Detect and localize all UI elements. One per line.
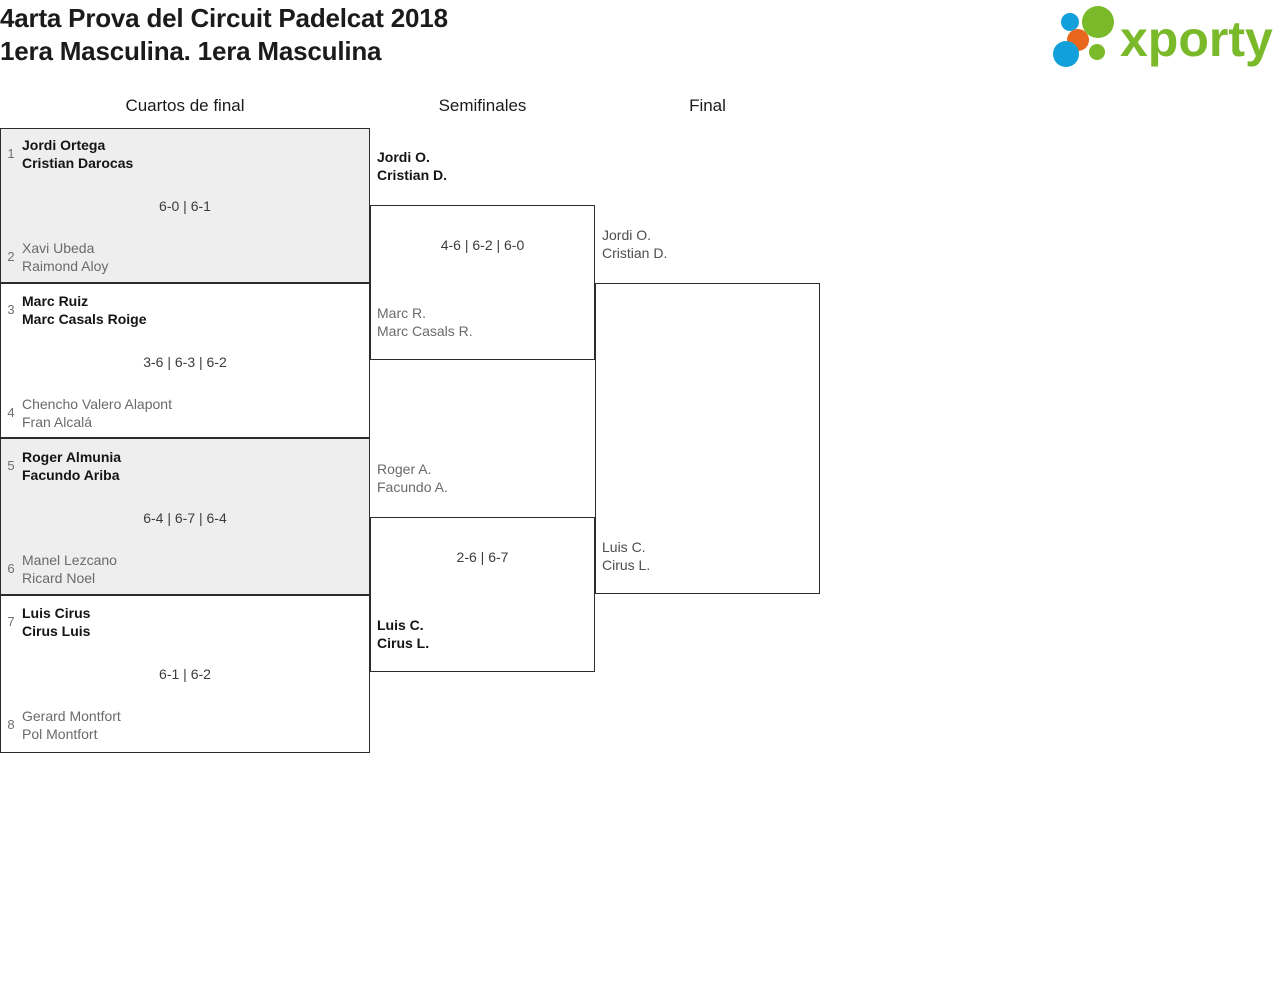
- team-final-bottom[interactable]: Luis C. Cirus L.: [602, 538, 650, 574]
- logo-dot-blue-small: [1061, 13, 1079, 31]
- player-name: Marc Casals Roige: [22, 311, 147, 327]
- round-header-final: Final: [689, 96, 726, 115]
- player-name: Luis C.: [602, 539, 646, 555]
- player-name: Marc Ruiz: [22, 293, 89, 309]
- team-sf1-bottom[interactable]: Marc R. Marc Casals R.: [377, 304, 473, 340]
- player-name: Cirus Luis: [22, 623, 91, 639]
- player-name: Pol Montfort: [22, 726, 98, 742]
- score-sf1: 4-6 | 6-2 | 6-0: [440, 237, 525, 253]
- player-name: Chencho Valero Alapont: [22, 396, 172, 412]
- team-qf2-bottom[interactable]: 4 Chencho Valero Alapont Fran Alcalá: [0, 395, 172, 431]
- match-box-qf1[interactable]: [0, 128, 370, 283]
- seed-number: 1: [7, 146, 15, 161]
- team-sf1-top[interactable]: Jordi O. Cristian D.: [377, 148, 447, 184]
- player-name: Facundo A.: [377, 479, 448, 495]
- player-name: Jordi O.: [377, 149, 430, 165]
- team-qf2-top[interactable]: 3 Marc Ruiz Marc Casals Roige: [0, 292, 147, 328]
- logo-wordmark: xporty: [1120, 11, 1273, 67]
- team-qf4-bottom[interactable]: 8 Gerard Montfort Pol Montfort: [0, 707, 121, 743]
- player-name: Facundo Ariba: [22, 467, 120, 483]
- team-final-top[interactable]: Jordi O. Cristian D.: [602, 226, 667, 262]
- match-box-qf3[interactable]: [0, 438, 370, 595]
- team-sf2-top[interactable]: Roger A. Facundo A.: [377, 460, 448, 496]
- seed-number: 4: [7, 405, 15, 420]
- xporty-logo[interactable]: xporty: [1050, 4, 1274, 72]
- player-name: Cirus L.: [377, 635, 430, 651]
- match-box-sf2[interactable]: [370, 517, 595, 672]
- match-box-qf4[interactable]: [0, 595, 370, 753]
- logo-dot-blue-large: [1053, 41, 1079, 67]
- player-name: Roger Almunia: [22, 449, 122, 465]
- score-sf2: 2-6 | 6-7: [456, 549, 509, 565]
- score-qf4: 6-1 | 6-2: [159, 666, 211, 682]
- player-name: Roger A.: [377, 461, 432, 477]
- team-qf3-top[interactable]: 5 Roger Almunia Facundo Ariba: [0, 448, 121, 484]
- score-qf1: 6-0 | 6-1: [159, 198, 211, 214]
- player-name: Jordi O.: [602, 227, 652, 243]
- player-name: Gerard Montfort: [22, 708, 121, 724]
- player-name: Luis C.: [377, 617, 424, 633]
- seed-number: 3: [7, 302, 15, 317]
- player-name: Manel Lezcano: [22, 552, 117, 568]
- score-qf2: 3-6 | 6-3 | 6-2: [143, 354, 227, 370]
- team-qf4-top[interactable]: 7 Luis Cirus Cirus Luis: [0, 604, 90, 640]
- category-name: 1era Masculina. 1era Masculina: [0, 36, 382, 66]
- score-qf3: 6-4 | 6-7 | 6-4: [143, 510, 227, 526]
- player-name: Jordi Ortega: [22, 137, 106, 153]
- player-name: Fran Alcalá: [22, 414, 93, 430]
- player-name: Cristian Darocas: [22, 155, 134, 171]
- round-header-semifinals: Semifinales: [438, 96, 527, 115]
- seed-number: 6: [7, 561, 15, 576]
- round-header-quarterfinals: Cuartos de final: [125, 96, 245, 115]
- player-name: Cirus L.: [602, 557, 651, 573]
- player-name: Marc Casals R.: [377, 323, 473, 339]
- match-box-final[interactable]: [595, 283, 820, 594]
- team-qf1-top[interactable]: 1 Jordi Ortega Cristian Darocas: [0, 136, 133, 172]
- match-box-qf2[interactable]: [0, 283, 370, 438]
- player-name: Ricard Noel: [22, 570, 96, 586]
- page-title: 4arta Prova del Circuit Padelcat 2018 1e…: [0, 2, 448, 68]
- seed-number: 8: [7, 717, 15, 732]
- player-name: Luis Cirus: [22, 605, 91, 621]
- player-name: Cristian D.: [377, 167, 448, 183]
- team-qf3-bottom[interactable]: 6 Manel Lezcano Ricard Noel: [0, 551, 117, 587]
- logo-dot-green-small: [1089, 44, 1105, 60]
- player-name: Cristian D.: [602, 245, 668, 261]
- player-name: Marc R.: [377, 305, 426, 321]
- tournament-name: 4arta Prova del Circuit Padelcat 2018: [0, 3, 448, 33]
- player-name: Raimond Aloy: [22, 258, 109, 274]
- seed-number: 5: [7, 458, 15, 473]
- team-sf2-bottom[interactable]: Luis C. Cirus L.: [377, 616, 429, 652]
- match-box-sf1[interactable]: [370, 205, 595, 360]
- team-qf1-bottom[interactable]: 2 Xavi Ubeda Raimond Aloy: [0, 239, 108, 275]
- seed-number: 2: [7, 249, 15, 264]
- seed-number: 7: [7, 614, 15, 629]
- logo-dot-green-large: [1082, 6, 1114, 38]
- player-name: Xavi Ubeda: [22, 240, 95, 256]
